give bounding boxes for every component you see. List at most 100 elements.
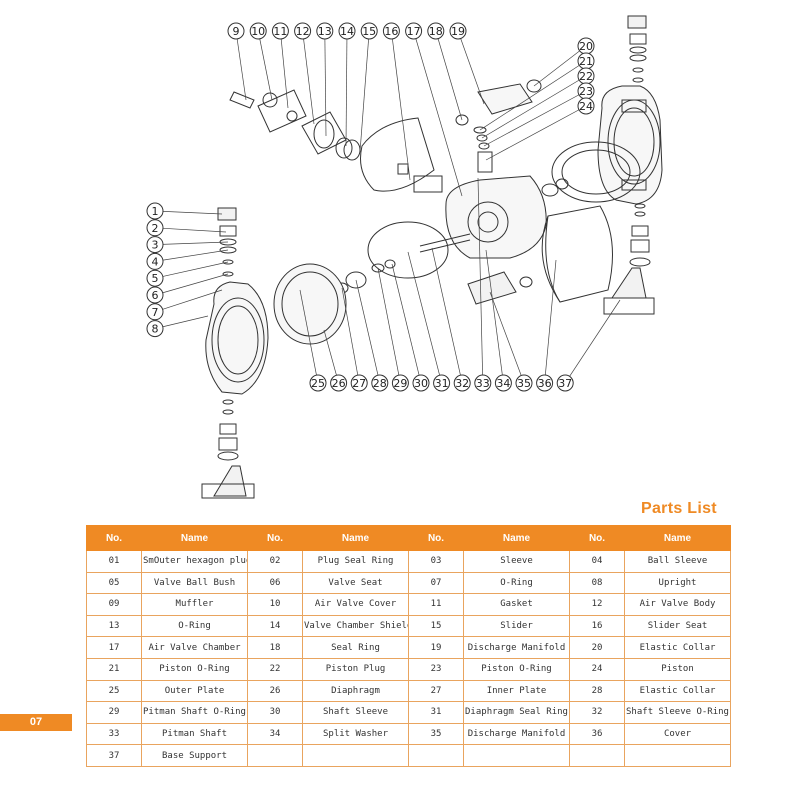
callout-circle: [146, 286, 164, 304]
part-number-cell: 36: [569, 722, 625, 746]
column-header: No.: [86, 525, 142, 551]
callout-leader: [302, 30, 315, 125]
callout-leader: [391, 30, 411, 181]
part-number-cell: 24: [569, 657, 625, 681]
part-number-cell: 34: [247, 722, 303, 746]
part-name-cell: Air Valve Cover: [302, 593, 409, 616]
callout-number: 36: [538, 377, 552, 390]
part-name-cell: Piston O-Ring: [141, 657, 248, 681]
part-name-cell: Piston: [624, 657, 731, 681]
callout-leader: [377, 267, 401, 384]
part-name-cell: Plug Seal Ring: [302, 550, 409, 573]
part-number-cell: 30: [247, 701, 303, 724]
callout-circle: [412, 374, 430, 392]
callout-number: 30: [414, 377, 428, 390]
callout-number: 5: [152, 272, 159, 285]
part-number-cell: 12: [569, 593, 625, 616]
part-number-cell: 18: [247, 636, 303, 659]
callout-number: 1: [152, 205, 159, 218]
callout-circle: [427, 22, 445, 40]
callout-circle: [405, 22, 423, 40]
callout-number: 25: [311, 377, 325, 390]
part-name-cell: Seal Ring: [302, 636, 409, 659]
callout-leader: [235, 30, 247, 101]
callout-number: 4: [152, 255, 159, 268]
part-number-cell: 27: [408, 679, 464, 703]
callout-leader: [280, 30, 289, 109]
callout-circle: [350, 374, 368, 392]
callout-leader: [481, 75, 587, 139]
part-number-cell: 32: [569, 701, 625, 724]
callout-circle: [360, 22, 378, 40]
callout-circle: [494, 374, 512, 392]
part-number-cell: 07: [408, 571, 464, 595]
part-number-cell: 10: [247, 593, 303, 616]
callout-number: 12: [296, 25, 310, 38]
callout-number: 31: [435, 377, 449, 390]
callout-leader: [324, 30, 327, 137]
part-name-cell: Valve Ball Bush: [141, 571, 248, 595]
part-number-cell: 14: [247, 614, 303, 638]
part-name-cell: O-Ring: [141, 614, 248, 638]
callout-circle: [577, 97, 595, 115]
part-name-cell: Pitman Shaft O-Ring: [141, 701, 248, 724]
part-number-cell: 29: [86, 701, 142, 724]
callout-number: 18: [429, 25, 443, 38]
part-number-cell: 06: [247, 571, 303, 595]
callout-leader: [485, 249, 504, 384]
callout-number: 10: [251, 25, 265, 38]
callout-leader: [477, 177, 484, 384]
part-number-cell: 31: [408, 701, 464, 724]
callout-leader: [355, 279, 381, 384]
callout-leader: [391, 263, 422, 384]
callout-number: 21: [579, 55, 593, 68]
callout-circle: [249, 22, 267, 40]
column-header: Name: [624, 525, 731, 551]
callout-leader: [345, 30, 348, 147]
part-name-cell: Valve Seat: [302, 571, 409, 595]
callout-number: 37: [558, 377, 572, 390]
callout-leader: [154, 289, 223, 313]
callout-leader: [154, 249, 229, 262]
part-name-cell: Piston Plug: [302, 657, 409, 681]
callout-number: 28: [373, 377, 387, 390]
part-number-cell: 33: [86, 722, 142, 746]
column-header: Name: [141, 525, 248, 551]
part-number-cell: 23: [408, 657, 464, 681]
parts-list-title: Parts List: [641, 500, 717, 517]
part-number-cell: 22: [247, 657, 303, 681]
callout-number: 14: [340, 25, 354, 38]
part-number-cell: 21: [86, 657, 142, 681]
part-name-cell: Upright: [624, 571, 731, 595]
callout-number: 20: [579, 40, 593, 53]
callout-leader: [489, 291, 525, 384]
callout-number: 16: [384, 25, 398, 38]
callout-circle: [316, 22, 334, 40]
part-number-cell: [408, 744, 464, 767]
callout-circle: [146, 320, 164, 338]
part-number-cell: [247, 744, 303, 767]
page-number: 07: [0, 714, 72, 731]
part-name-cell: Split Washer: [302, 722, 409, 746]
callout-number: 33: [476, 377, 490, 390]
callout-leader: [323, 329, 339, 384]
part-name-cell: Air Valve Body: [624, 593, 731, 616]
part-name-cell: Cover: [624, 722, 731, 746]
callout-circle: [371, 374, 389, 392]
callout-leader: [544, 259, 557, 384]
part-number-cell: 17: [86, 636, 142, 659]
callout-number: 34: [496, 377, 510, 390]
part-number-cell: 26: [247, 679, 303, 703]
part-number-cell: 02: [247, 550, 303, 573]
part-number-cell: 25: [86, 679, 142, 703]
part-name-cell: Elastic Collar: [624, 679, 731, 703]
callout-circle: [146, 269, 164, 287]
callout-number: 6: [152, 289, 159, 302]
